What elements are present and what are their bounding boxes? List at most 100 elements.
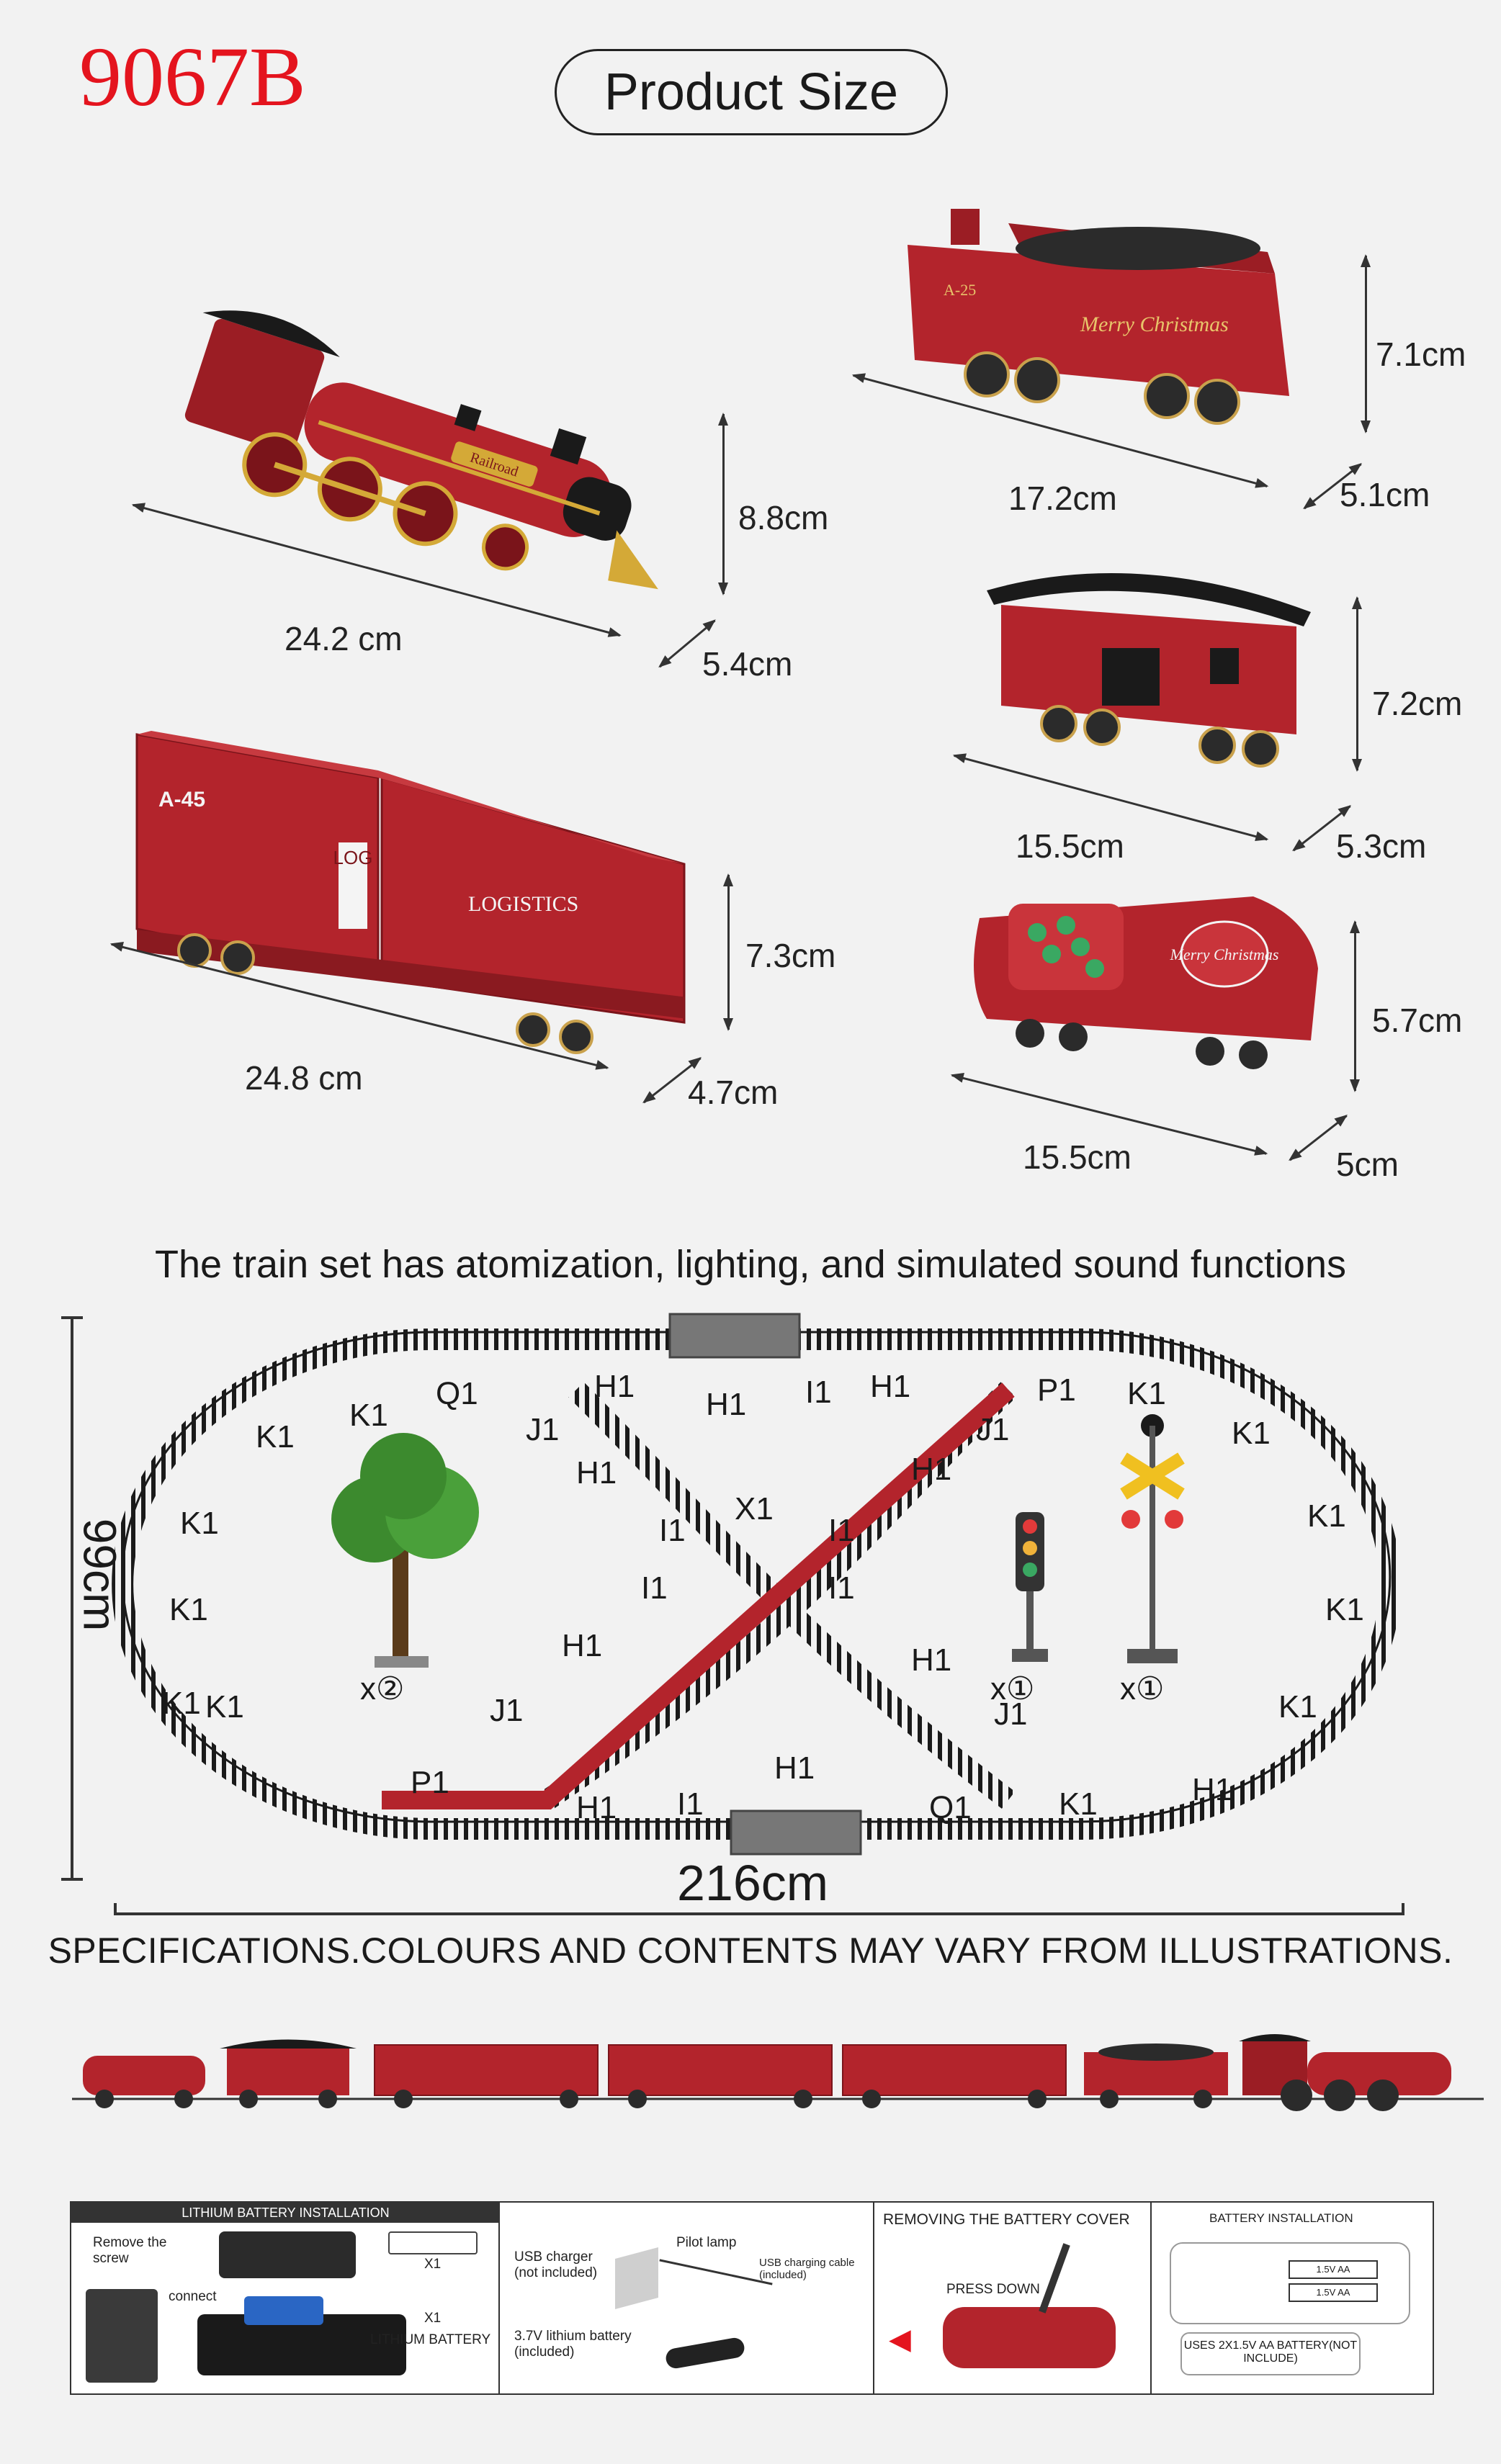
connect-text: connect — [169, 2289, 217, 2304]
usb-charging-panel: USB charger (not included) Pilot lamp US… — [498, 2201, 876, 2395]
track-piece-label: Q1 — [436, 1376, 478, 1411]
track-piece-label: H1 — [911, 1452, 951, 1487]
signal-icon — [1012, 1512, 1048, 1662]
battery-install-title: BATTERY INSTALLATION — [1209, 2211, 1353, 2225]
layout-height: 99cm — [73, 1518, 126, 1632]
track-piece-label: K1 — [1307, 1498, 1346, 1534]
svg-text:x②: x② — [360, 1671, 404, 1707]
track-piece-label: P1 — [411, 1765, 449, 1800]
remote-car-height-arrow — [1350, 920, 1360, 1092]
track-piece-label: K1 — [1278, 1689, 1317, 1725]
track-piece-label: K1 — [1325, 1592, 1364, 1627]
arrow-left-icon: ◀ — [889, 2324, 911, 2355]
caboose-length: 15.5cm — [1016, 827, 1124, 865]
track-piece-label: J1 — [526, 1412, 559, 1447]
tender-height: 7.1cm — [1376, 336, 1466, 373]
locomotive-image: Railroad — [184, 310, 658, 590]
remote-car-width: 5cm — [1336, 1146, 1399, 1183]
full-train-image — [72, 2034, 1484, 2111]
caboose-height: 7.2cm — [1372, 685, 1463, 722]
battery-outline-icon — [388, 2231, 478, 2254]
battery-install-panel: BATTERY INSTALLATION 1.5V AA 1.5V AA USE… — [1150, 2201, 1434, 2395]
container-length: 24.8 cm — [245, 1059, 363, 1097]
track-piece-label: K1 — [162, 1686, 201, 1721]
svg-text:Merry Christmas: Merry Christmas — [1080, 313, 1229, 336]
track-piece-label: Q1 — [929, 1790, 972, 1825]
svg-text:x①: x① — [1120, 1671, 1164, 1707]
page-title: Product Size — [555, 49, 948, 135]
track-piece-label: K1 — [256, 1419, 295, 1454]
caboose-width: 5.3cm — [1336, 827, 1427, 865]
tree-icon — [331, 1433, 479, 1668]
battery-cell-a: 1.5V AA — [1289, 2260, 1378, 2279]
svg-text:A-25: A-25 — [944, 281, 976, 299]
container-height: 7.3cm — [745, 937, 836, 974]
svg-text:LOGISTICS: LOGISTICS — [468, 892, 578, 916]
svg-text:A-45: A-45 — [158, 788, 205, 811]
track-piece-label: K1 — [180, 1506, 219, 1541]
usb-cable-icon — [659, 2259, 773, 2285]
li-battery-text: 3.7V lithium battery (included) — [514, 2329, 632, 2360]
usb-port-icon — [615, 2247, 658, 2310]
usb-cable-text: USB charging cable (included) — [759, 2257, 855, 2281]
battery-qty-b: X1 — [424, 2311, 442, 2326]
screwdriver-icon — [1039, 2243, 1070, 2314]
track-piece-label: K1 — [1232, 1416, 1271, 1451]
remove-screw-text: Remove the screw — [93, 2235, 167, 2266]
track-piece-label: X1 — [735, 1491, 774, 1526]
track-piece-label: H1 — [870, 1369, 910, 1404]
track-piece-label: K1 — [349, 1398, 388, 1433]
svg-text:Merry Christmas: Merry Christmas — [1170, 945, 1279, 963]
locomotive-height-arrow — [718, 413, 728, 595]
track-piece-label: K1 — [205, 1689, 244, 1725]
track-piece-label: H1 — [706, 1387, 746, 1422]
tender-width: 5.1cm — [1340, 476, 1430, 513]
lithium-battery-pack-icon — [244, 2296, 323, 2325]
remote-car-length: 15.5cm — [1023, 1138, 1132, 1176]
battery-qty-a: X1 — [424, 2257, 442, 2272]
track-piece-label: H1 — [774, 1750, 815, 1786]
pilot-lamp-text: Pilot lamp — [676, 2235, 737, 2250]
track-piece-label: H1 — [594, 1369, 635, 1404]
battery-note: USES 2X1.5V AA BATTERY(NOT INCLUDE) — [1180, 2332, 1361, 2375]
lithium-battery-panel: LITHIUM BATTERY INSTALLATION Remove the … — [70, 2201, 501, 2395]
lithium-battery-label: LITHIUM BATTERY — [370, 2332, 491, 2347]
remote-car-small-image — [943, 2307, 1116, 2368]
track-piece-label: J1 — [976, 1412, 1009, 1447]
svg-text:LOG: LOG — [333, 847, 373, 868]
track-piece-label: I1 — [659, 1513, 686, 1548]
battery-cover-panel: REMOVING THE BATTERY COVER PRESS DOWN ◀ — [873, 2201, 1153, 2395]
remote-car-height: 5.7cm — [1372, 1002, 1463, 1039]
track-piece-label: K1 — [169, 1592, 208, 1627]
container-car-image: LOG A-45 LOGISTICS — [135, 731, 686, 1054]
track-piece-label: H1 — [576, 1790, 617, 1825]
lithium-cell-icon — [664, 2336, 746, 2370]
track-piece-label: I1 — [641, 1570, 668, 1606]
svg-text:x①: x① — [990, 1671, 1034, 1707]
lithium-panel-title: LITHIUM BATTERY INSTALLATION — [71, 2203, 500, 2223]
container-width: 4.7cm — [688, 1074, 779, 1111]
battery-cell-b: 1.5V AA — [1289, 2283, 1378, 2302]
track-piece-label: I1 — [805, 1375, 832, 1410]
layout-width: 216cm — [677, 1855, 829, 1911]
tender-height-arrow — [1361, 254, 1371, 433]
track-piece-label: I1 — [677, 1786, 704, 1822]
track-piece-label: I1 — [828, 1570, 855, 1606]
track-piece-label: H1 — [1192, 1772, 1232, 1807]
track-piece-label: H1 — [562, 1628, 602, 1663]
battery-cover-title: REMOVING THE BATTERY COVER — [883, 2211, 1130, 2228]
container-height-arrow — [723, 873, 733, 1031]
track-piece-label: P1 — [1037, 1372, 1076, 1408]
tender-top-image — [219, 2231, 356, 2278]
usb-charger-text: USB charger (not included) — [514, 2249, 598, 2280]
tender-length: 17.2cm — [1008, 480, 1117, 517]
track-piece-label: J1 — [490, 1693, 523, 1728]
track-piece-label: H1 — [576, 1455, 617, 1490]
locomotive-width: 5.4cm — [702, 645, 793, 683]
tender-image: A-25 Merry Christmas — [908, 209, 1289, 425]
locomotive-height: 8.8cm — [738, 499, 829, 536]
model-code: 9067B — [79, 30, 306, 124]
crossing-signal-icon — [1120, 1414, 1185, 1663]
track-piece-label: H1 — [911, 1642, 951, 1678]
locomotive-length: 24.2 cm — [284, 620, 403, 657]
